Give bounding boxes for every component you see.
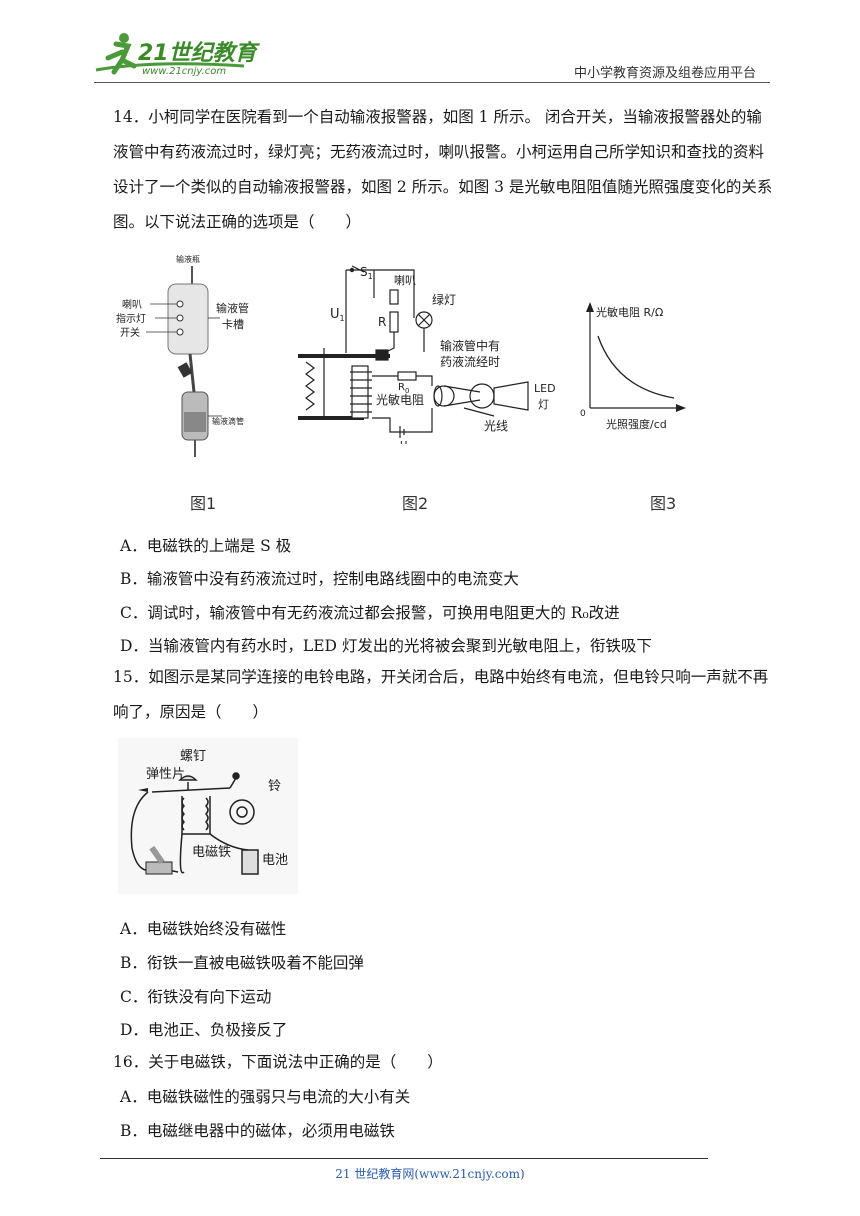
fig2-speaker-label: 喇叭 xyxy=(394,273,416,287)
q15-option-c: C．衔铁没有向下运动 xyxy=(120,988,272,1006)
q14-option-b: B．输液管中没有药液流过时，控制电路线圈中的电流变大 xyxy=(120,570,519,588)
logo-url: www.21cnjy.com xyxy=(142,66,226,77)
fig15-bell-label: 铃 xyxy=(268,779,281,794)
fig1-drip-label: 输液滴管 xyxy=(212,416,244,426)
fig15-battery-label: 电池 xyxy=(262,853,288,868)
fig1-switch-label: 开关 xyxy=(120,326,140,339)
fig2-green-light-label: 绿灯 xyxy=(432,292,456,307)
q16-line-1: 16．关于电磁铁，下面说法中正确的是（ ） xyxy=(113,1053,443,1071)
fig2-note-line-1: 输液管中有 xyxy=(440,338,500,353)
figure-2-circuit: S1 喇叭 绿灯 U1 R R0 光敏电阻 U2 输液管中有 药液流经时 LED… xyxy=(298,265,556,444)
fig2-u1-label: U1 xyxy=(330,307,345,323)
fig3-origin-label: 0 xyxy=(580,409,586,419)
figure-3-caption: 图3 xyxy=(650,494,677,513)
header-divider xyxy=(94,82,770,83)
q16-option-a: A．电磁铁磁性的强弱只与电流的大小有关 xyxy=(120,1088,411,1106)
fig2-r-label: R xyxy=(378,315,386,329)
q15-option-b: B．衔铁一直被电磁铁吸着不能回弹 xyxy=(120,954,364,972)
fig2-photo-resistor-label: 光敏电阻 xyxy=(376,392,424,407)
q14-option-c: C．调试时，输液管中有无药液流过都会报警，可换用电阻更大的 R₀改进 xyxy=(120,604,620,622)
fig1-slot-label-2: 卡槽 xyxy=(222,318,244,331)
figure-3-graph: 光敏电阻 R/Ω 光照强度/cd 0 xyxy=(580,302,686,431)
fig1-speaker-label: 喇叭 xyxy=(122,299,142,311)
question-15: 15．如图示是某同学连接的电铃电路，开关闭合后，电路中始终有电流，但电铃只响一声… xyxy=(113,660,773,730)
fig2-r0-label: R0 xyxy=(398,382,409,395)
q14-line-2: 液管中有药液流过时，绿灯亮；无药液流过时，喇叭报警。小柯运用自己所学知识和查找的… xyxy=(113,143,765,161)
q14-line-3: 设计了一个类似的自动输液报警器，如图 2 所示。如图 3 是光敏电阻阻值随光照强… xyxy=(113,178,773,196)
footer-divider xyxy=(100,1158,708,1159)
fig15-electromagnet-label: 电磁铁 xyxy=(192,845,231,860)
fig2-s1-label: S1 xyxy=(360,265,373,281)
footer-text: 21 世纪教育网(www.21cnjy.com) xyxy=(335,1167,525,1181)
q16-option-b: B．电磁继电器中的磁体，必须用电磁铁 xyxy=(120,1122,395,1140)
fig1-bottle-label: 输液瓶 xyxy=(176,254,200,264)
fig2-note-line-2: 药液流经时 xyxy=(440,354,500,369)
fig15-screw-label: 螺钉 xyxy=(180,749,206,764)
fig2-light-label: 光线 xyxy=(484,419,508,433)
q15-line-1: 15．如图示是某同学连接的电铃电路，开关闭合后，电路中始终有电流，但电铃只响一声… xyxy=(113,668,769,686)
q15-option-a: A．电磁铁始终没有磁性 xyxy=(120,920,287,938)
site-logo: 21世纪教育 www.21cnjy.com xyxy=(95,33,261,77)
fig3-y-axis-label: 光敏电阻 R/Ω xyxy=(596,305,663,319)
fig1-indicator-label: 指示灯 xyxy=(116,312,146,325)
question-16: 16．关于电磁铁，下面说法中正确的是（ ） xyxy=(113,1045,773,1080)
logo-text: 21世纪教育 xyxy=(138,40,261,66)
fig2-u2-label: U2 xyxy=(400,440,412,444)
q14-option-d: D．当输液管内有药水时，LED 灯发出的光将被会聚到光敏电阻上，衔铁吸下 xyxy=(120,637,652,655)
page-header: 21世纪教育 www.21cnjy.com 中小学教育资源及组卷应用平台 xyxy=(94,30,770,82)
question-14: 14．小柯同学在医院看到一个自动输液报警器，如图 1 所示。 闭合开关，当输液报… xyxy=(113,100,773,240)
q14-line-1: 14．小柯同学在医院看到一个自动输液报警器，如图 1 所示。 闭合开关，当输液报… xyxy=(113,108,762,126)
fig3-x-axis-label: 光照强度/cd xyxy=(606,417,667,431)
fig2-led-label-2: 灯 xyxy=(538,398,549,411)
fig2-led-label-1: LED xyxy=(534,382,556,395)
platform-name: 中小学教育资源及组卷应用平台 xyxy=(573,66,756,81)
q14-line-4: 图。以下说法正确的选项是（ ） xyxy=(113,213,362,231)
fig1-slot-label-1: 输液管 xyxy=(216,301,249,315)
figure-1-caption: 图1 xyxy=(190,494,217,513)
figure-15-electric-bell: 螺钉 弹性片 铃 电磁铁 电池 xyxy=(118,738,298,894)
fig15-spring-label: 弹性片 xyxy=(146,767,185,782)
q14-option-a: A．电磁铁的上端是 S 极 xyxy=(120,537,292,555)
figure-2-caption: 图2 xyxy=(402,494,429,513)
q15-option-d: D．电池正、负极接反了 xyxy=(120,1021,288,1039)
q15-line-2: 响了，原因是（ ） xyxy=(113,703,269,721)
figure-1-infusion-alarm: 输液瓶 喇叭 指示灯 开关 输液管 卡槽 输液滴管 xyxy=(116,254,249,457)
